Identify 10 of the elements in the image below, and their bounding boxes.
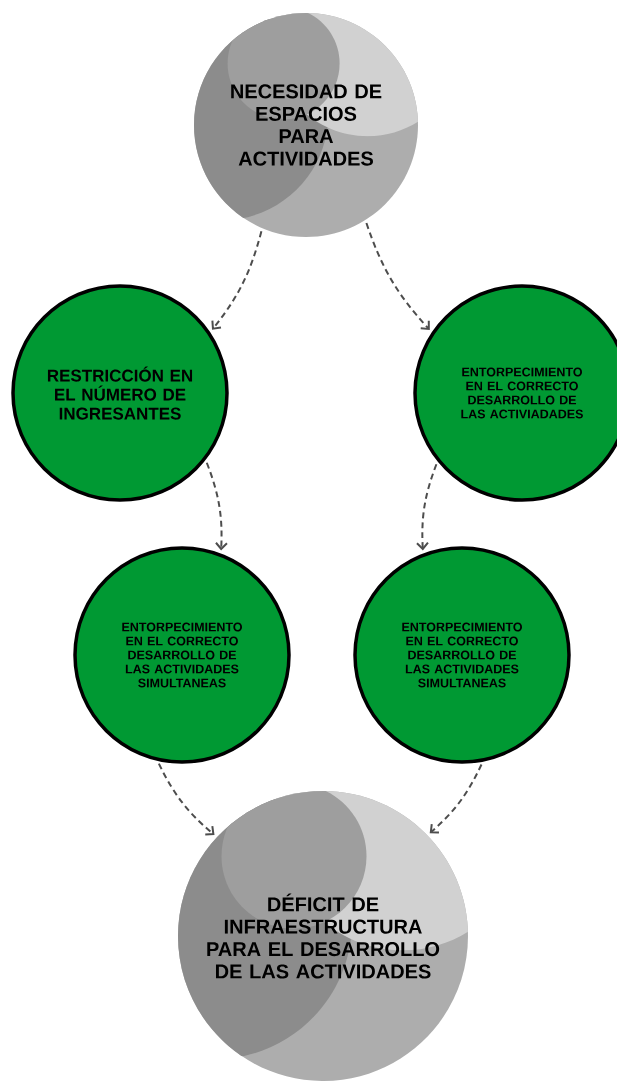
arrow (211, 230, 263, 330)
circle-node: ENTORPECIMIENTO EN EL CORRECTO DESARROLLO DE LAS ACTIVIDADES SIMULTANEAS (73, 546, 291, 764)
arrow (365, 222, 430, 330)
circle-node: RESTRICCIÓN EN EL NÚMERO DE INGRESANTES (11, 284, 229, 502)
arrow (429, 763, 483, 834)
arrow (416, 463, 438, 551)
arrow (205, 461, 228, 551)
arrow (157, 762, 215, 836)
circle-node: ENTORPECIMIENTO EN EL CORRECTO DESARROLLO DE LAS ACTIVIDADES SIMULTANEAS (353, 546, 571, 764)
circle-node: ENTORPECIMIENTO EN EL CORRECTO DESARROLLO DE LAS ACTIVIADADES (413, 284, 617, 502)
